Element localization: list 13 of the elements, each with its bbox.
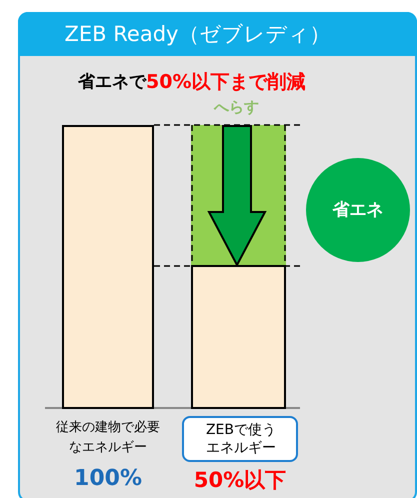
label-box	[182, 416, 298, 462]
box-label: ZEBで使うエネルギー	[204, 421, 278, 457]
bar	[191, 265, 286, 409]
circle-label: 省エネ	[332, 199, 384, 221]
reduction-label: へらす	[214, 98, 259, 117]
percentage-value: 50%以下	[192, 467, 288, 494]
subtitle-highlight: 50%以下まで削減	[146, 70, 306, 95]
bar-caption: 従来の建物で必要なエネルギー	[55, 419, 161, 457]
title-bar: ZEB Ready（ゼブレディ）	[18, 12, 417, 56]
percentage-value: 100%	[73, 466, 143, 491]
panel	[18, 12, 417, 498]
bar	[62, 125, 154, 409]
subtitle: 省エネで	[78, 71, 146, 93]
